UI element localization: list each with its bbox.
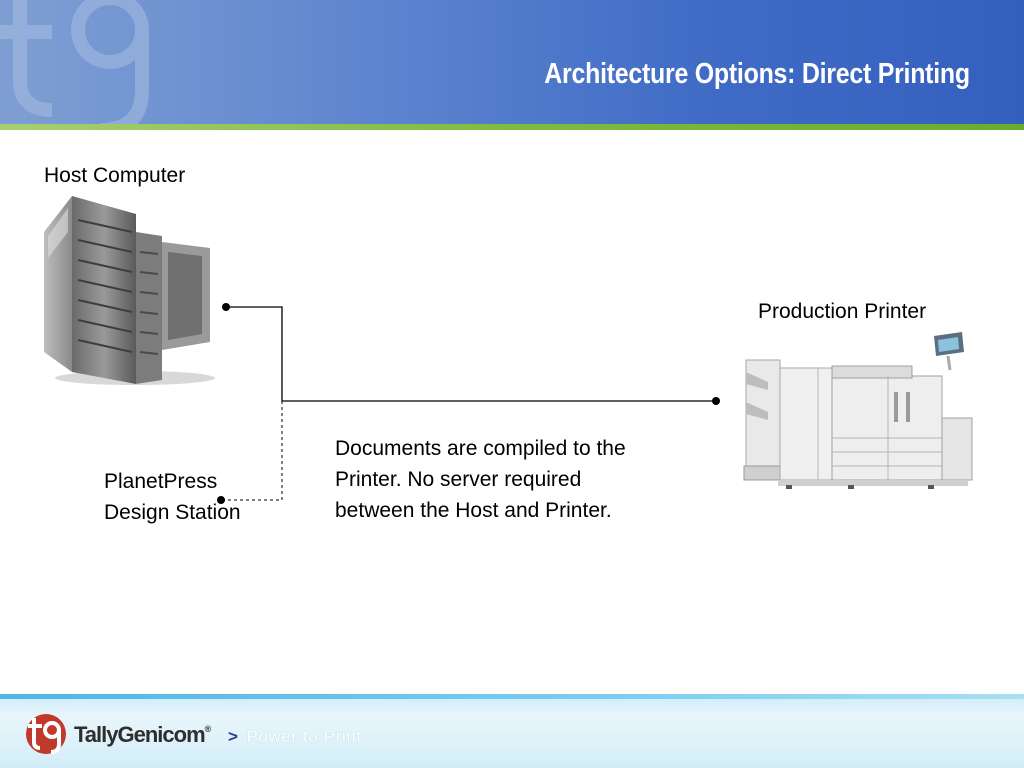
slide-title: Architecture Options: Direct Printing <box>544 58 970 90</box>
description-line3: between the Host and Printer. <box>335 499 612 522</box>
brand-registered-mark: ® <box>204 724 212 734</box>
design-station-connector-endpoint <box>217 496 225 504</box>
design-station-label-line1: PlanetPress <box>104 470 218 493</box>
production-printer-label: Production Printer <box>758 300 927 323</box>
server-rack-icon <box>44 196 215 385</box>
design-station-connector <box>217 401 283 504</box>
tagline-arrow: > <box>228 727 239 746</box>
description-line2: Printer. No server required <box>335 468 582 491</box>
footer-accent-line <box>0 694 1024 699</box>
tg-logo-watermark-icon <box>0 0 149 124</box>
brand-name: TallyGenicom® <box>74 722 212 748</box>
production-printer-icon <box>743 332 973 489</box>
brand-text: TallyGenicom <box>74 722 206 747</box>
tagline: > Power to Print <box>228 727 362 747</box>
printer-connector-endpoint <box>712 397 720 405</box>
host-computer-label: Host Computer <box>44 164 186 187</box>
header-banner: Architecture Options: Direct Printing <box>0 0 1024 124</box>
footer-bar <box>0 694 1024 768</box>
design-station-label-line2: Design Station <box>104 501 241 524</box>
header-accent-stripe <box>0 124 1024 130</box>
host-connector-endpoint <box>222 303 230 311</box>
description-text: Documents are compiled to the Printer. N… <box>335 433 626 526</box>
design-station-label: PlanetPress Design Station <box>104 466 241 528</box>
tg-logo-icon <box>26 714 66 754</box>
description-line1: Documents are compiled to the <box>335 437 626 460</box>
tagline-text: Power to Print <box>246 727 362 746</box>
host-to-printer-connector <box>222 303 720 405</box>
